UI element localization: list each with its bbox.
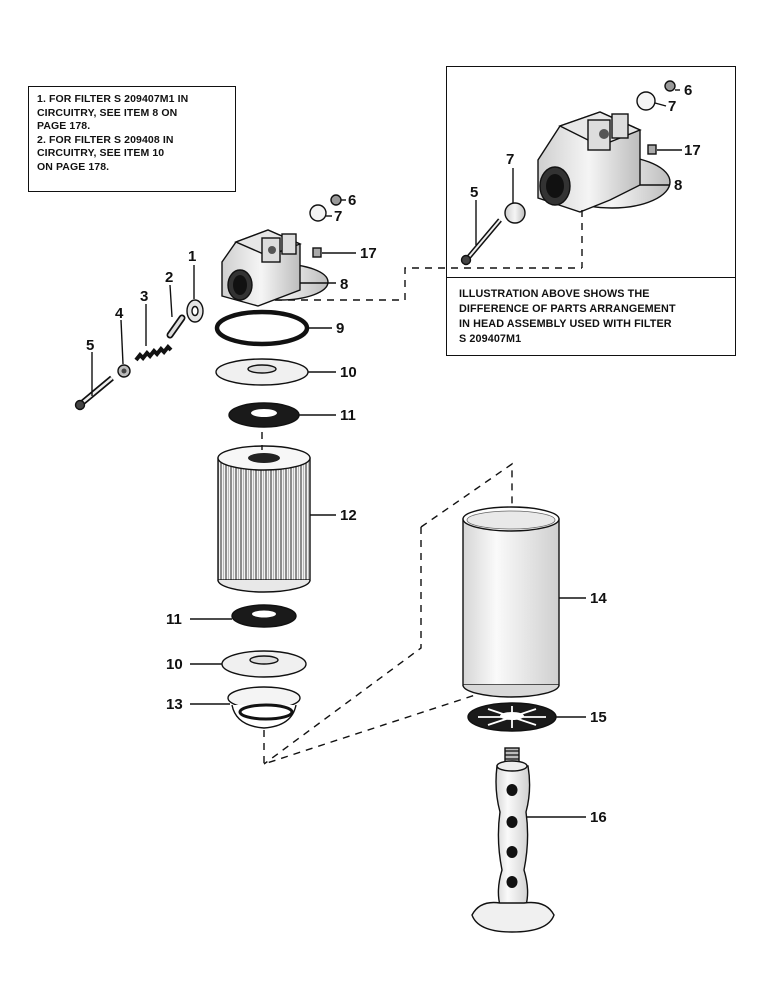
- part-17-plug: [312, 247, 356, 258]
- inset-head-boss: [611, 113, 629, 139]
- inset-caption-box: ILLUSTRATION ABOVE SHOWS THE DIFFERENCE …: [446, 277, 736, 356]
- callout-17: 17: [360, 245, 377, 262]
- callout-16: 16: [590, 809, 607, 826]
- link-housing-top: [420, 462, 513, 528]
- inset-callout-7: 7: [668, 98, 676, 115]
- part-1-washer: [186, 265, 204, 323]
- main-head-assembly: [221, 229, 329, 307]
- main-inlet-bore: [233, 275, 247, 295]
- callout-6: 6: [348, 192, 356, 209]
- inset-part-17-plug: [647, 144, 657, 155]
- part-11-gasket-lower: [190, 604, 297, 628]
- callout-3: 3: [140, 288, 148, 305]
- callout-11-lower: 11: [166, 611, 182, 628]
- main-head-boss: [281, 233, 297, 255]
- notes-text: 1. FOR FILTER S 209407M1 IN CIRCUITRY, S…: [37, 93, 227, 175]
- callout-13: 13: [166, 696, 183, 713]
- part-5-bolt: [74, 352, 114, 411]
- part-10-plate-lower: [190, 650, 307, 678]
- callout-1: 1: [188, 248, 196, 265]
- inset-callout-5: 5: [470, 184, 478, 201]
- caption-line: ILLUSTRATION ABOVE SHOWS THE: [459, 288, 650, 300]
- inset-part-5-bolt: [460, 218, 502, 266]
- inset-callout-17: 17: [684, 142, 701, 159]
- inset-callout-8: 8: [674, 177, 682, 194]
- callout-4: 4: [115, 305, 124, 322]
- inset-caption: ILLUSTRATION ABOVE SHOWS THE DIFFERENCE …: [459, 287, 725, 347]
- part-4-nut: [117, 319, 131, 378]
- callout-10-lower: 10: [166, 656, 183, 673]
- inset-leader-7: [654, 102, 667, 107]
- main-head-hole: [268, 246, 276, 254]
- part-11-gasket-upper: [228, 402, 336, 428]
- inset-part-7-ball: [504, 202, 526, 224]
- part-12-filter-element: [217, 445, 336, 593]
- callout-12: 12: [340, 507, 357, 524]
- note-line: 1. FOR FILTER S 209407M1 IN: [37, 93, 189, 105]
- inset-head-assembly: 6 7 17 8 7 5: [460, 80, 701, 268]
- part-2-pin: [166, 284, 186, 339]
- link-housing-left: [263, 527, 422, 765]
- inset-head-hole: [599, 129, 609, 139]
- callout-7: 7: [334, 208, 342, 225]
- caption-line: DIFFERENCE OF PARTS ARRANGEMENT: [459, 303, 676, 315]
- part-16-center-tube: [471, 747, 586, 933]
- inset-inlet-bore: [546, 174, 564, 198]
- callout-11-upper: 11: [340, 407, 356, 424]
- note-line: ON PAGE 178.: [37, 160, 110, 173]
- part-13-cup: [190, 686, 301, 729]
- callout-15: 15: [590, 709, 607, 726]
- caption-line: IN HEAD ASSEMBLY USED WITH FILTER: [459, 318, 672, 330]
- inset-head-boss: [587, 119, 611, 151]
- inset-callout-6: 6: [684, 82, 692, 99]
- part-10-plate-upper: [215, 358, 336, 386]
- callout-8: 8: [340, 276, 348, 293]
- notes-box: 1. FOR FILTER S 209407M1 IN CIRCUITRY, S…: [28, 86, 236, 192]
- callout-14: 14: [590, 590, 607, 607]
- caption-line: S 209407M1: [459, 333, 522, 345]
- callout-2: 2: [165, 269, 173, 286]
- link-main-to-inset: [262, 267, 582, 301]
- callout-10-upper: 10: [340, 364, 357, 381]
- inset-callout-7b: 7: [506, 151, 514, 168]
- callout-5: 5: [86, 337, 94, 354]
- inset-part-6-nut: [664, 80, 676, 92]
- part-14-housing: [462, 506, 586, 698]
- note-line: 2. FOR FILTER S 209408 IN: [37, 133, 174, 146]
- part-3-spring: [134, 304, 173, 362]
- note-line: CIRCUITRY, SEE ITEM 10: [37, 147, 165, 160]
- inset-part-7-disc: [636, 91, 656, 111]
- part-7-ball: [309, 204, 332, 222]
- note-line: CIRCUITRY, SEE ITEM 8 ON: [37, 106, 178, 119]
- note-line: PAGE 178.: [37, 120, 91, 133]
- part-15-gasket: [467, 702, 586, 732]
- callout-9: 9: [336, 320, 344, 337]
- part-9-o-ring: [214, 309, 332, 347]
- part-6-nut: [330, 194, 346, 206]
